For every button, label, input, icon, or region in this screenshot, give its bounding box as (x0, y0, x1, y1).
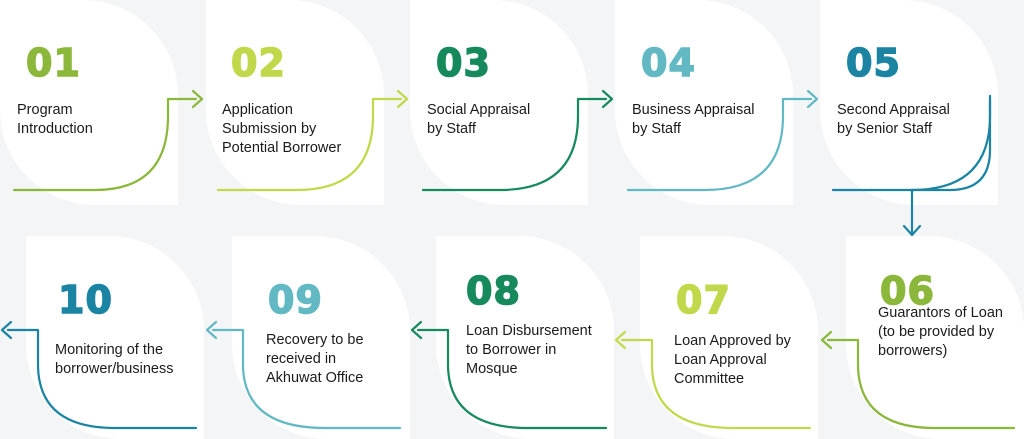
step-number-9: 09 (267, 278, 323, 322)
step-label-line: by Staff (427, 121, 476, 137)
arrowhead-9 (205, 320, 218, 340)
arrowhead-10 (0, 320, 13, 340)
arrowhead-2 (396, 89, 409, 109)
step-label-line: Monitoring of the (55, 342, 164, 358)
step-number-10: 10 (57, 278, 113, 322)
step-label-line: Second Appraisal (837, 102, 950, 118)
step-label-line: (to be provided by (878, 324, 995, 340)
arrowhead-down (902, 224, 922, 237)
arrowhead-4 (806, 89, 819, 109)
step-label-line: borrower/business (55, 361, 174, 377)
step-label-line: Submission by (222, 121, 317, 137)
arrowhead-8 (410, 320, 423, 340)
step-number-1: 01 (25, 41, 81, 85)
step-label-line: Introduction (17, 121, 93, 137)
step-label-line: received in (266, 351, 337, 367)
step-label-5: Second Appraisal by Senior Staff (837, 101, 950, 139)
arrowhead-6 (820, 330, 833, 350)
step-label-line: Guarantors of Loan (878, 305, 1003, 321)
step-label-line: Social Appraisal (427, 102, 531, 118)
step-label-line: by Senior Staff (837, 121, 932, 137)
step-label-line: Committee (674, 371, 745, 387)
step-label-10: Monitoring of the borrower/business (55, 341, 173, 379)
step-number-2: 02 (230, 41, 286, 85)
step-number-5: 05 (845, 41, 901, 85)
step-number-7: 07 (675, 278, 731, 322)
step-label-6: Guarantors of Loan (to be provided by borr… (878, 304, 1003, 361)
step-label-8: Loan Disbursement to Borrower in Mosque (466, 322, 592, 379)
step-label-9: Recovery to be received in Akhuwat Office (266, 331, 364, 388)
arrowhead-1 (191, 89, 204, 109)
step-label-line: to Borrower in (466, 342, 557, 358)
step-label-3: Social Appraisal by Staff (427, 101, 530, 139)
step-label-line: Potential Borrower (222, 140, 342, 156)
step-number-3: 03 (435, 41, 491, 85)
step-label-line: Business Appraisal (632, 102, 755, 118)
step-label-line: Loan Approval (674, 352, 767, 368)
step-label-line: Loan Disbursement (466, 323, 592, 339)
step-label-line: Program (17, 102, 73, 118)
step-label-line: Loan Approved by (674, 333, 791, 349)
step-label-line: by Staff (632, 121, 681, 137)
step-number-4: 04 (640, 41, 696, 85)
step-label-line: Mosque (466, 361, 518, 377)
step-number-6: 06 (879, 269, 935, 313)
step-label-4: Business Appraisal by Staff (632, 101, 755, 139)
step-label-line: Application (222, 102, 293, 118)
arrowhead-7 (614, 330, 627, 350)
step-number-8: 08 (465, 269, 521, 313)
arrowhead-3 (601, 89, 614, 109)
step-label-line: Akhuwat Office (266, 370, 364, 386)
step-label-line: borrowers) (878, 343, 948, 359)
step-card-10 (26, 236, 204, 439)
step-label-line: Recovery to be (266, 332, 364, 348)
